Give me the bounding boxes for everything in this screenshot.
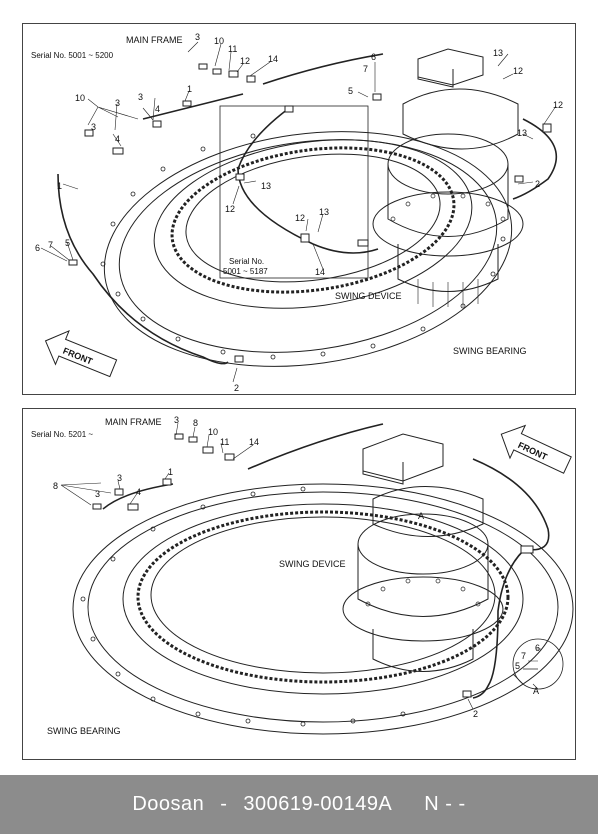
b-callout-14: 14 xyxy=(249,437,259,447)
b-callout-3c: 3 xyxy=(95,489,100,499)
callout-2b: 2 xyxy=(234,383,239,393)
footer-note: N - - xyxy=(424,793,466,815)
diagram-panel-bottom: FRONT Serial No. 5201 ~ MAIN FRAME SWING… xyxy=(22,408,576,760)
top-swing-device-label: SWING DEVICE xyxy=(335,291,402,301)
top-serial-label: Serial No. 5001 ~ 5200 xyxy=(31,51,114,60)
top-swing-bearing-outer2 xyxy=(118,139,498,353)
callout-2: 2 xyxy=(535,179,540,189)
b-detail-a-2: A xyxy=(533,686,539,696)
bottom-serial-label: Serial No. 5201 ~ xyxy=(31,430,93,439)
bottom-swing-bearing-label: SWING BEARING xyxy=(47,726,121,736)
footer-separator: - xyxy=(220,793,228,815)
callout-14: 14 xyxy=(268,54,278,64)
b-callout-11: 11 xyxy=(220,437,229,447)
top-swing-bearing-inner xyxy=(153,139,473,309)
footer-brand: Doosan xyxy=(132,793,205,815)
callout-12b: 12 xyxy=(553,100,563,110)
top-leader-lines xyxy=(40,41,557,383)
b-callout-2: 2 xyxy=(473,709,478,719)
b-callout-5: 5 xyxy=(515,661,520,671)
top-swing-bearing-label: SWING BEARING xyxy=(453,346,527,356)
diagram-panel-top: FRONT Serial No. 5001 ~ 5200 MAIN FRAME … xyxy=(22,23,576,395)
top-inset-serial-line2: 5001 ~ 5187 xyxy=(223,267,268,276)
callout-3c: 3 xyxy=(115,98,120,108)
callout-13: 13 xyxy=(493,48,503,58)
top-front-arrow: FRONT xyxy=(44,330,118,378)
bottom-leader-lines xyxy=(60,422,541,710)
callout-8: 10 xyxy=(214,36,224,46)
callout-1: 1 xyxy=(187,84,192,94)
callout-4: 4 xyxy=(155,104,160,114)
callout-13c: 13 xyxy=(261,181,271,191)
callout-12: 12 xyxy=(513,66,523,76)
top-bolt-holes xyxy=(100,133,506,360)
callout-12d: 12 xyxy=(295,213,305,223)
b-callout-1: 1 xyxy=(168,467,173,477)
b-callout-4: 4 xyxy=(136,487,141,497)
callout-8b: 10 xyxy=(75,93,85,103)
callout-5b: 5 xyxy=(65,238,70,248)
callout-3d: 3 xyxy=(91,122,96,132)
top-swing-device xyxy=(372,48,524,307)
bottom-main-frame-label: MAIN FRAME xyxy=(105,417,162,427)
callout-3: 3 xyxy=(195,32,200,42)
top-hose-lines xyxy=(57,53,558,365)
callout-11: 12 xyxy=(240,56,250,66)
bottom-front-arrow: FRONT xyxy=(500,424,572,474)
bottom-ring-gear xyxy=(136,510,510,684)
top-swing-bearing-outer xyxy=(103,131,513,367)
bottom-hose-lines xyxy=(102,423,550,699)
top-fittings xyxy=(68,63,552,363)
bottom-callouts: 3 8 10 11 14 1 8 3 3 4 2 6 7 5 A A xyxy=(53,415,540,719)
callout-3b: 3 xyxy=(138,92,143,102)
callout-5: 5 xyxy=(348,86,353,96)
callout-12c: 12 xyxy=(225,204,235,214)
top-ring-gear xyxy=(170,146,456,294)
footer-part-number: 300619-00149A xyxy=(243,793,393,815)
b-callout-3b: 3 xyxy=(117,473,122,483)
top-inset-serial-line1: Serial No. xyxy=(229,257,264,266)
callout-6b: 6 xyxy=(35,243,40,253)
callout-7: 7 xyxy=(363,64,368,74)
b-callout-10: 10 xyxy=(208,427,218,437)
bottom-swing-bearing-outer2 xyxy=(87,491,559,723)
b-detail-a-1: A xyxy=(418,511,424,521)
b-callout-8b: 8 xyxy=(53,481,58,491)
bottom-swing-bearing-outer xyxy=(72,483,574,735)
b-callout-8: 8 xyxy=(193,418,198,428)
callout-4b: 4 xyxy=(115,134,120,144)
callout-7b: 7 xyxy=(48,240,53,250)
callout-13d: 13 xyxy=(319,207,329,217)
bottom-diagram-drawing: FRONT Serial No. 5201 ~ MAIN FRAME SWING… xyxy=(31,415,574,736)
callout-13b: 13 xyxy=(517,128,527,138)
bottom-bolt-holes xyxy=(80,486,406,727)
bottom-swing-bearing-inner xyxy=(122,503,524,695)
b-callout-6: 6 xyxy=(535,643,540,653)
top-main-frame-label: MAIN FRAME xyxy=(126,35,183,45)
callout-10: 11 xyxy=(228,44,237,54)
callout-6: 6 xyxy=(371,52,376,62)
bottom-swing-device xyxy=(342,433,504,672)
callout-14b: 14 xyxy=(315,267,325,277)
top-callouts: 3 10 11 12 14 1 10 3 3 4 3 4 1 5 6 7 13 … xyxy=(35,32,563,393)
bottom-fittings xyxy=(92,433,534,698)
b-callout-3: 3 xyxy=(174,415,179,425)
top-inset-box xyxy=(219,105,369,279)
bottom-swing-device-label: SWING DEVICE xyxy=(279,559,346,569)
callout-1b: 1 xyxy=(57,181,62,191)
b-callout-7: 7 xyxy=(521,651,526,661)
footer-bar: Doosan - 300619-00149A N - - xyxy=(0,775,598,834)
top-diagram-drawing: FRONT Serial No. 5001 ~ 5200 MAIN FRAME … xyxy=(31,32,563,393)
